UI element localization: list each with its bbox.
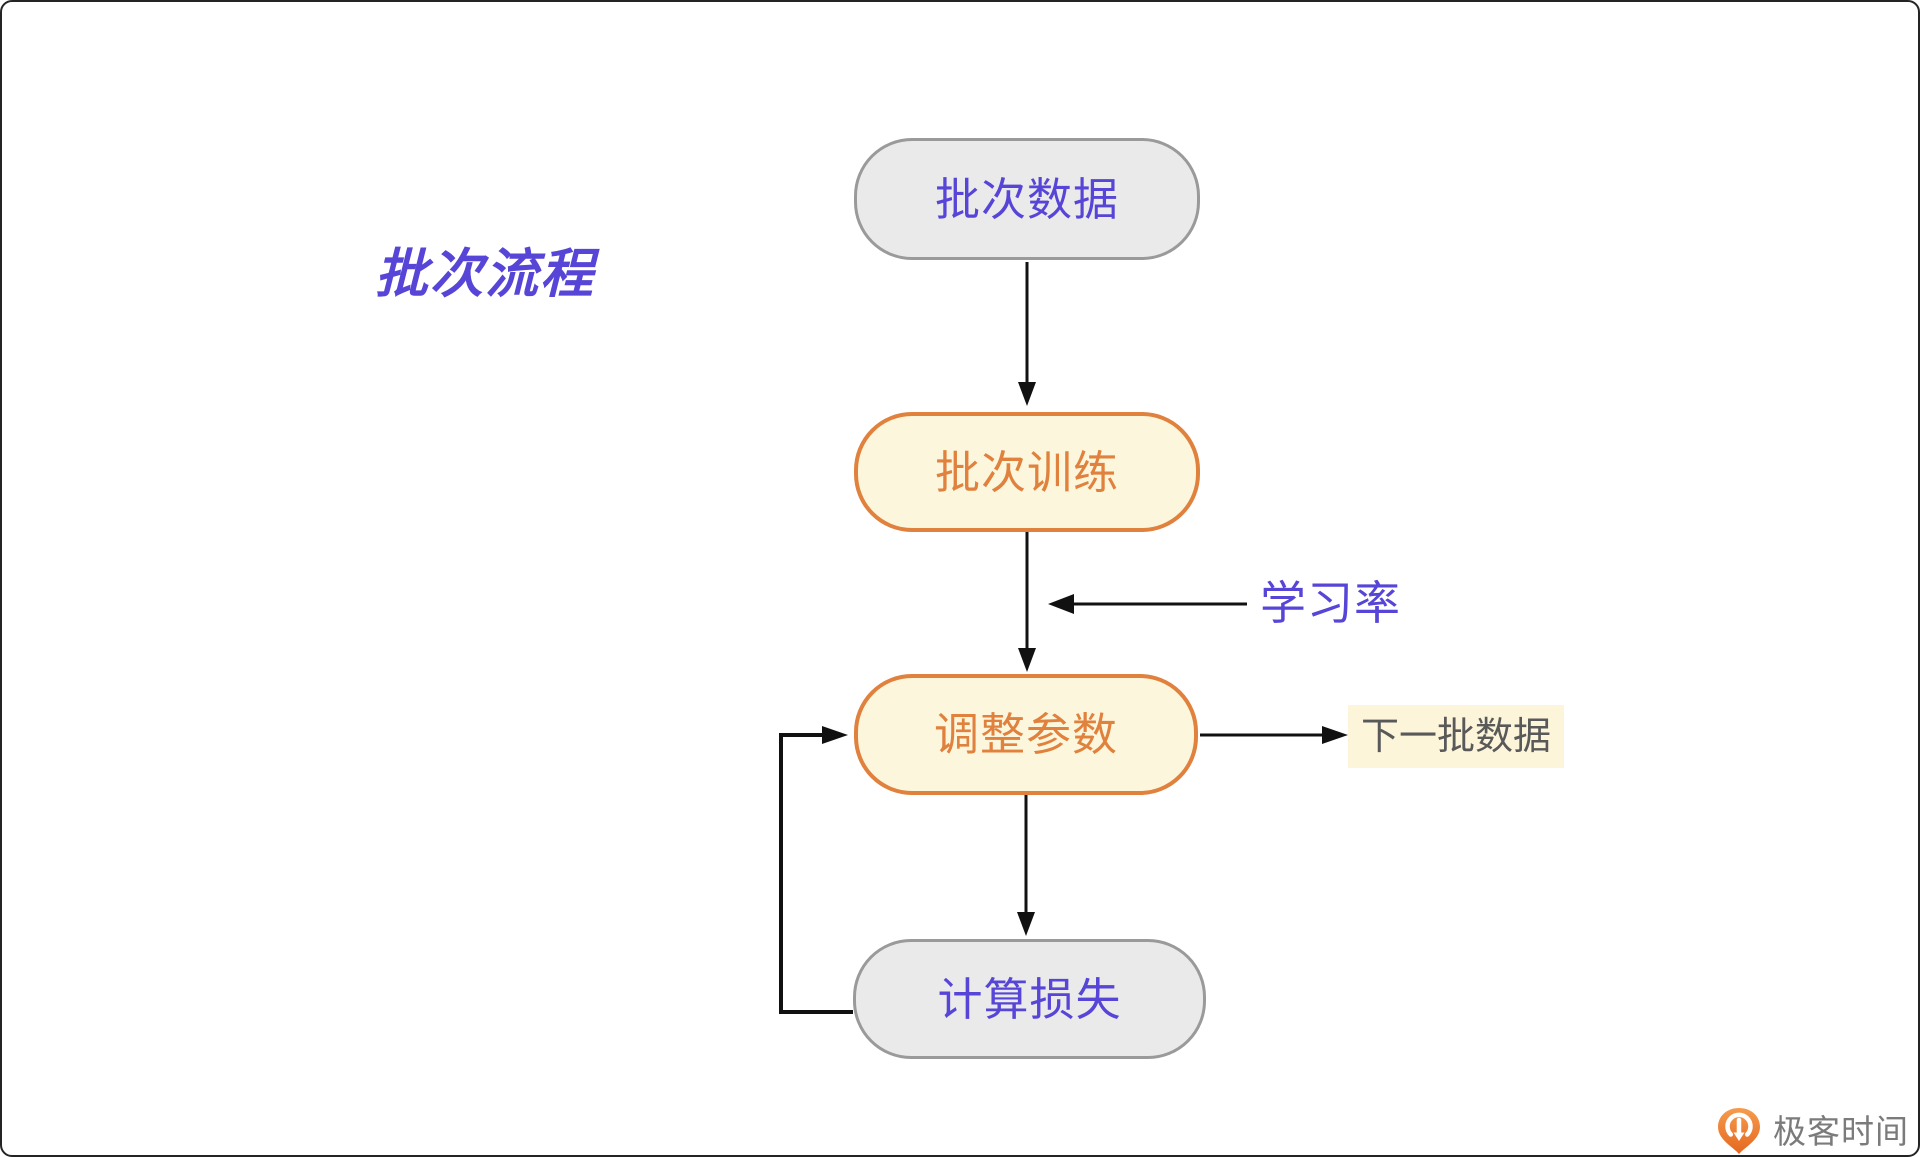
- next-batch-label: 下一批数据: [1348, 705, 1564, 768]
- geektime-logo: 极客时间: [1716, 1106, 1909, 1155]
- diagram-title: 批次流程: [375, 245, 595, 304]
- node-compute-loss: 计算损失: [853, 939, 1206, 1059]
- node-adjust-params: 调整参数: [854, 674, 1198, 795]
- node-adjust-params-label: 调整参数: [933, 709, 1118, 760]
- geektime-logo-text: 极客时间: [1773, 1112, 1909, 1150]
- node-compute-loss-label: 计算损失: [937, 973, 1122, 1025]
- edge-learningrate-arrowhead: [1048, 594, 1074, 614]
- edge-adjustparams-nextbatch-arrowhead: [1322, 726, 1348, 744]
- edge-batchtraining-adjustparams-arrowhead: [1018, 648, 1036, 672]
- edge-adjustparams-computeloss-arrowhead: [1017, 912, 1035, 936]
- learning-rate-label: 学习率: [1260, 577, 1401, 629]
- geektime-logo-icon: [1718, 1108, 1760, 1154]
- node-batch-training: 批次训练: [854, 412, 1200, 532]
- edge-computeloss-loopback-arrowhead: [822, 726, 848, 744]
- node-batch-training-label: 批次训练: [934, 446, 1119, 498]
- edge-computeloss-loopback: [779, 733, 853, 1014]
- node-batch-data: 批次数据: [854, 138, 1200, 260]
- node-batch-data-label: 批次数据: [934, 173, 1119, 225]
- edge-batchdata-batchtraining-arrowhead: [1018, 382, 1036, 406]
